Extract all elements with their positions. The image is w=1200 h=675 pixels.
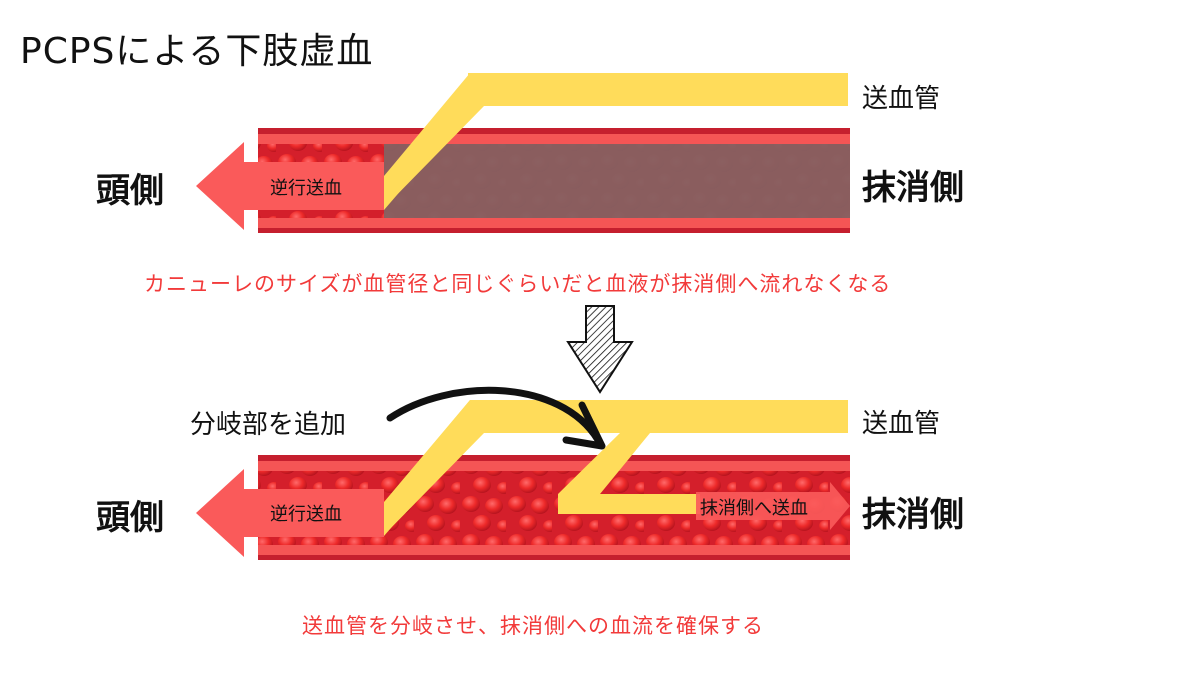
top-cannula: [384, 73, 848, 208]
bottom-distal-side-label: 抹消側: [862, 495, 964, 535]
top-cannula-label: 送血管: [862, 84, 941, 114]
bottom-head-side-label: 頭側: [96, 498, 164, 538]
occluded-region: [384, 144, 850, 218]
distal-flow-label: 抹消側へ送血: [700, 498, 808, 519]
bottom-cannula: [384, 400, 848, 535]
top-caption: カニューレのサイズが血管径と同じぐらいだと血液が抹消側へ流れなくなる: [144, 272, 892, 296]
page-title: PCPSによる下肢虚血: [20, 31, 374, 72]
top-retrograde-label: 逆行送血: [270, 178, 342, 199]
bottom-retrograde-label: 逆行送血: [270, 504, 342, 525]
top-head-side-label: 頭側: [96, 171, 164, 211]
bottom-retrograde-arrow: [196, 469, 384, 557]
bottom-caption: 送血管を分岐させ、抹消側への血流を確保する: [302, 614, 764, 638]
bottom-cannula-label: 送血管: [862, 409, 941, 439]
distal-flow-arrow: [696, 482, 850, 530]
branch-annotation: 分岐部を追加: [190, 410, 347, 440]
down-arrow-icon: [566, 305, 634, 394]
cannula-branch: [558, 433, 700, 514]
top-distal-side-label: 抹消側: [862, 168, 964, 208]
top-retrograde-arrow: [196, 142, 384, 230]
curved-pointer-arrow-icon: [386, 386, 606, 450]
